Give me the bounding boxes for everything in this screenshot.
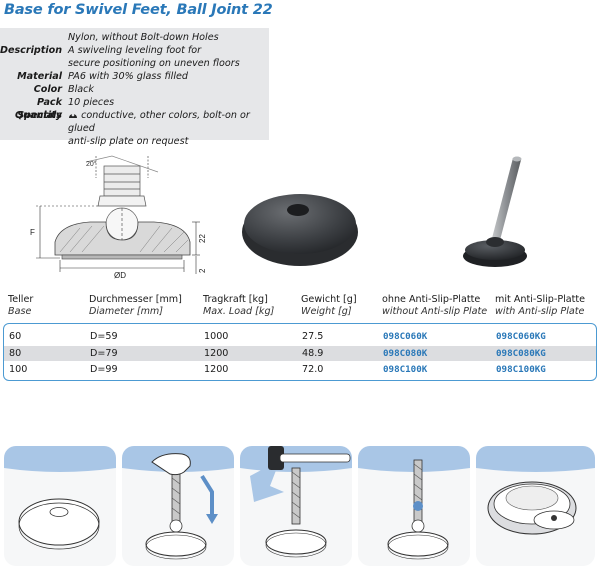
header-en: Base (8, 306, 32, 317)
panel-hammer-in (240, 446, 352, 566)
part-number-with-plate[interactable]: 098C100KG (496, 364, 546, 375)
column-header-without-plate: ohne Anti-Slip-Platte without Anti-slip … (382, 294, 487, 318)
spec-value: Black (68, 84, 94, 95)
cell-weight: 48.9 (302, 347, 324, 359)
column-header-load: Tragkraft [kg] Max. Load [kg] (203, 294, 274, 318)
header-en: with Anti-slip Plate (495, 306, 585, 317)
spec-row-material: Material PA6 with 30% glass filled (0, 70, 264, 83)
cell-base: 80 (9, 347, 22, 359)
hand-insert-icon (122, 446, 234, 560)
cell-load: 1000 (204, 331, 229, 342)
dimension-diameter-label: ØD (114, 271, 126, 280)
header-en: Max. Load [kg] (203, 306, 275, 317)
angle-label: 20° (86, 160, 97, 168)
spec-value: PA6 with 30% glass filled (68, 71, 189, 82)
spec-value: 10 pieces (68, 97, 115, 108)
spec-label: Specials (17, 110, 62, 121)
spec-value: A swiveling leveling foot for secure pos… (68, 44, 264, 70)
cell-load: 1200 (204, 364, 229, 375)
base-disc-icon (4, 446, 116, 550)
header-de: Tragkraft [kg] (203, 294, 268, 305)
spec-line: conductive, other colors, bolt-on or glu… (68, 110, 250, 134)
cell-base: 100 (9, 364, 28, 375)
panel-insert-bolt (122, 446, 234, 566)
steering-wheel-icon (69, 113, 77, 118)
panel-base-only (4, 446, 116, 566)
spec-panel: Nylon, without Bolt-down Holes Descripti… (0, 28, 269, 147)
cell-diameter: D=99 (90, 364, 118, 375)
spec-line: secure positioning on uneven floors (68, 58, 240, 69)
spec-row-specials: Specials conductive, other colors, bolt-… (0, 109, 264, 148)
spec-value: Nylon, without Bolt-down Holes (68, 32, 219, 43)
spec-line: A swiveling leveling foot for (68, 45, 202, 56)
header-en: Diameter [mm] (89, 306, 164, 317)
header-de: mit Anti-Slip-Platte (495, 294, 586, 305)
column-header-weight: Gewicht [g] Weight [g] (301, 294, 357, 318)
spec-label: Pack Quantity (14, 97, 62, 121)
column-header-diameter: Durchmesser [mm] Diameter [mm] (89, 294, 182, 318)
spec-value: conductive, other colors, bolt-on or glu… (68, 109, 264, 148)
table-row: 100 D=99 1200 72.0 098C100K 098C100KG (4, 362, 596, 378)
header-en: Weight [g] (301, 306, 352, 317)
spec-row-color: Color Black (0, 83, 264, 96)
spec-label (0, 31, 68, 44)
spec-row-description: Description A swiveling leveling foot fo… (0, 44, 264, 70)
spec-line: anti-slip plate on request (68, 136, 189, 147)
header-de: Teller (8, 294, 34, 305)
header-en: without Anti-slip Plate (382, 306, 488, 317)
cell-diameter: D=79 (90, 347, 118, 359)
header-de: Gewicht [g] (301, 294, 357, 305)
header-de: Durchmesser [mm] (89, 294, 182, 305)
cell-base: 60 (9, 331, 22, 342)
dimension-f-label: F (30, 228, 35, 237)
part-number-without-plate[interactable]: 098C100K (383, 364, 428, 375)
cell-weight: 27.5 (302, 331, 324, 342)
part-number-without-plate[interactable]: 098C060K (383, 331, 428, 342)
part-number-with-plate[interactable]: 098C060KG (496, 331, 546, 342)
spec-label: Color (33, 84, 62, 95)
table-row: 80 D=79 1200 48.9 098C080K 098C080KG (4, 345, 596, 361)
dimension-height-label: 22 (198, 234, 207, 243)
swivel-foot-photo (463, 156, 527, 267)
part-number-without-plate[interactable]: 098C080K (383, 347, 428, 359)
panel-assembled (358, 446, 470, 566)
part-number-with-plate[interactable]: 098C080KG (496, 347, 546, 359)
base-photo (242, 194, 358, 266)
product-table: 60 D=59 1000 27.5 098C060K 098C060KG 80 … (3, 323, 597, 381)
assembled-foot-icon (358, 446, 470, 560)
technical-drawing: 20° F 22 2 ØD (30, 155, 207, 280)
table-row: 60 D=59 1000 27.5 098C060K 098C060KG (4, 329, 596, 345)
anti-slip-plate-icon (476, 446, 595, 535)
page-title: Base for Swivel Feet, Ball Joint 22 (4, 2, 273, 18)
spec-label: Description (0, 45, 63, 56)
dimension-plate-label: 2 (198, 268, 207, 273)
spec-row-pack-quantity: Pack Quantity 10 pieces (0, 96, 264, 122)
panel-anti-slip-plate (476, 446, 595, 566)
cell-weight: 72.0 (302, 364, 324, 375)
spec-label: Material (17, 71, 62, 82)
cell-diameter: D=59 (90, 331, 118, 342)
cell-load: 1200 (204, 347, 229, 359)
header-de: ohne Anti-Slip-Platte (382, 294, 481, 305)
spec-row-subtitle: Nylon, without Bolt-down Holes (0, 31, 264, 44)
hammer-icon (240, 446, 352, 558)
column-header-with-plate: mit Anti-Slip-Platte with Anti-slip Plat… (495, 294, 585, 318)
column-header-base: Teller Base (8, 294, 33, 318)
